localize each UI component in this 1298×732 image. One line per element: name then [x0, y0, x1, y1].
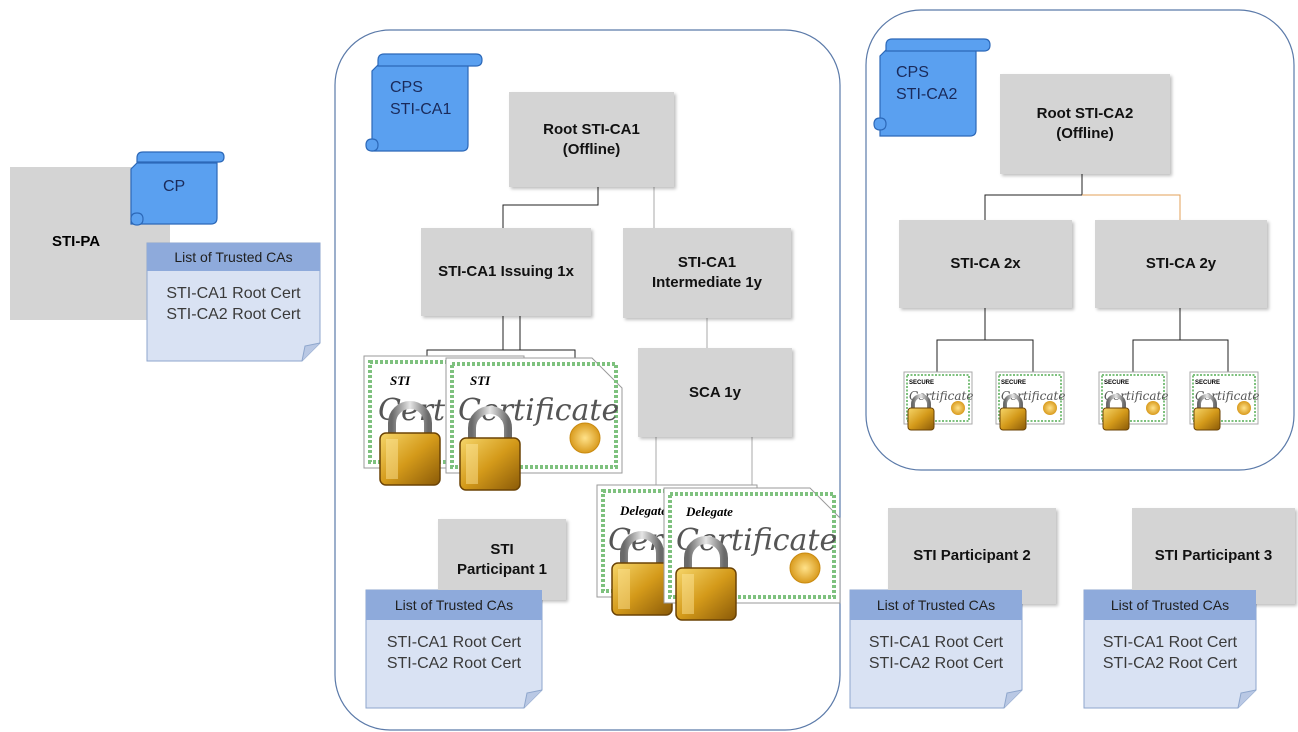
sti-ca-2x-node: STI-CA 2x	[899, 220, 1072, 308]
cps-ca1-label: CPS STI-CA1	[390, 79, 452, 118]
cps-ca1-scroll-shape	[365, 53, 483, 152]
p1-trusted-header: List of Trusted CAs	[366, 590, 542, 620]
cert-label: STI	[470, 373, 491, 388]
sti-participant-3-node: STI Participant 3	[1132, 508, 1295, 604]
svg-text:SECURE: SECURE	[1001, 380, 1026, 386]
svg-text:SECURE: SECURE	[1195, 380, 1220, 386]
p1-trusted-items: STI-CA1 Root Cert STI-CA2 Root Cert	[386, 634, 522, 672]
cp-label: CP	[163, 178, 186, 195]
sti-ca1-intermediate-node: STI-CA1 Intermediate 1y	[623, 228, 791, 318]
small-certificate-2: SECURE Certificate	[995, 371, 1065, 432]
p3-trusted-items: STI-CA1 Root Cert STI-CA2 Root Cert	[1102, 634, 1238, 672]
sti-ca1-issuing-node: STI-CA1 Issuing 1x	[421, 228, 591, 316]
sti-certificate-2: STI Certificate	[445, 357, 623, 490]
ca2-connectors	[936, 174, 1229, 372]
svg-text:Delegate: Delegate	[685, 504, 733, 519]
sti-participant-1-node: STI Participant 1	[438, 519, 566, 600]
sca-1y-node: SCA 1y	[638, 348, 792, 437]
svg-text:SECURE: SECURE	[909, 380, 934, 386]
sti-participant-2-node: STI Participant 2	[888, 508, 1056, 604]
small-certificate-4: SECURE Certificate	[1189, 371, 1259, 432]
pa-trusted-note-shape	[146, 242, 321, 362]
root-sti-ca2-node: Root STI-CA2 (Offline)	[1000, 74, 1170, 174]
delegate-certificate-2: Delegate Certificate	[663, 487, 841, 620]
pa-trusted-header: List of Trusted CAs	[147, 243, 320, 271]
p3-trusted-header: List of Trusted CAs	[1084, 590, 1256, 620]
svg-text:SECURE: SECURE	[1104, 380, 1129, 386]
sti-ca-2y-node: STI-CA 2y	[1095, 220, 1267, 308]
root-sti-ca1-node: Root STI-CA1 (Offline)	[509, 92, 674, 187]
cp-scroll-shape	[130, 151, 225, 226]
ca1-frame	[334, 29, 841, 731]
small-certificate-1: SECURE Certificate	[903, 371, 973, 432]
p2-trusted-items: STI-CA1 Root Cert STI-CA2 Root Cert	[868, 634, 1004, 672]
sti-pa-label: STI-PA	[52, 233, 101, 250]
cps-ca2-scroll-shape	[873, 38, 991, 137]
cps-ca2-label: CPS STI-CA2	[896, 64, 958, 103]
p2-trusted-header: List of Trusted CAs	[850, 590, 1022, 620]
ca2-frame	[865, 9, 1295, 471]
svg-text:Delegate: Delegate	[619, 503, 667, 518]
cert-label: STI	[390, 373, 411, 388]
pa-trusted-items: STI-CA1 Root Cert STI-CA2 Root Cert	[166, 285, 301, 323]
small-certificate-3: SECURE Certificate	[1098, 371, 1168, 432]
